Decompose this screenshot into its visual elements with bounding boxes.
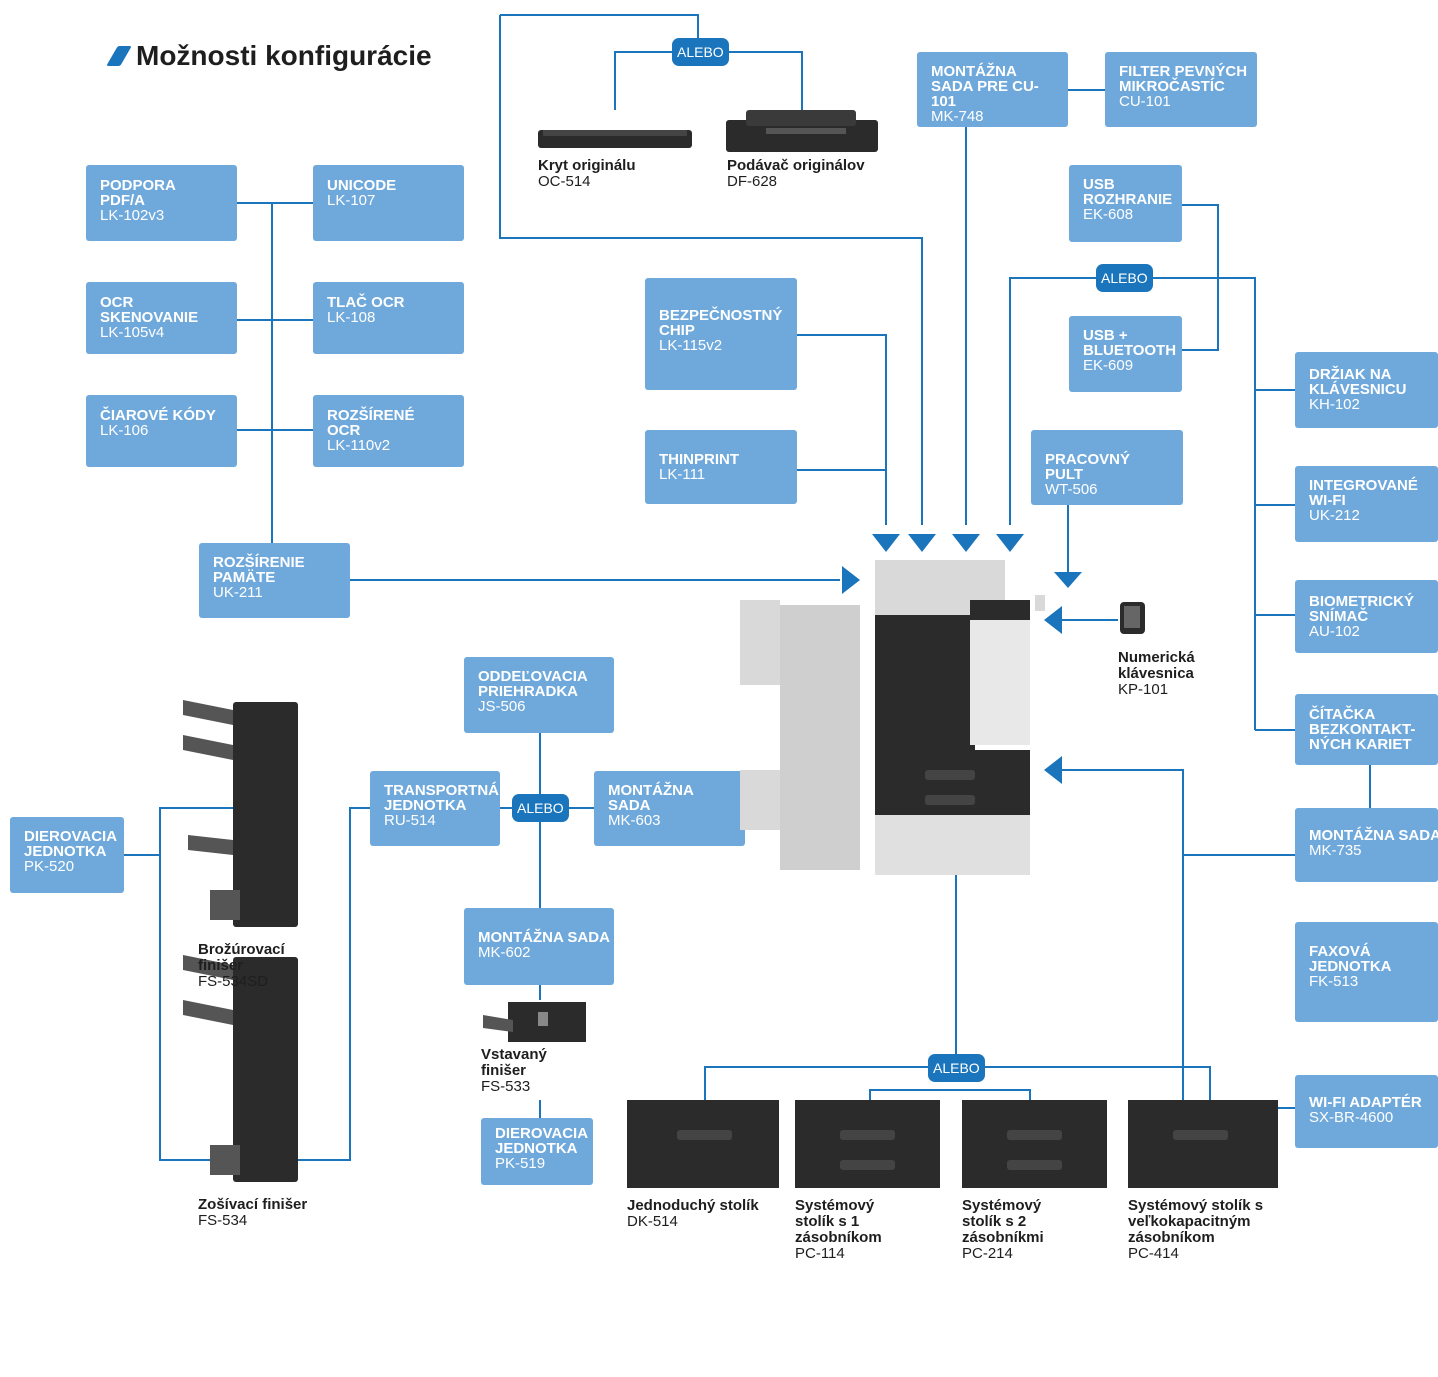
- keypad-image: [1120, 602, 1145, 634]
- dk514-image: [627, 1100, 779, 1188]
- alebo-trays: ALEBO: [928, 1054, 985, 1082]
- alebo-finisher: ALEBO: [512, 794, 569, 822]
- alebo-usb: ALEBO: [1096, 264, 1153, 292]
- booklet-finisher-image: [183, 700, 298, 927]
- page-title: Možnosti konfigurácie: [106, 40, 432, 72]
- page-title-text: Možnosti konfigurácie: [136, 40, 432, 71]
- stapler-finisher-image: [183, 955, 298, 1182]
- pc114-image: [795, 1100, 940, 1188]
- label-pc414: Systémový stolík s veľkokapacitným zásob…: [1128, 1197, 1264, 1262]
- pc214-image: [962, 1100, 1107, 1188]
- mfp-main-image: [740, 560, 1045, 875]
- box-card-reader: ČÍTAČKA BEZKONTAKT-NÝCH KARIET: [1295, 694, 1438, 765]
- adf-image: [726, 110, 878, 152]
- pc414-image: [1128, 1100, 1278, 1188]
- cover-image: [538, 130, 692, 148]
- alebo-top: ALEBO: [672, 38, 729, 66]
- inner-finisher-image: [483, 1002, 586, 1042]
